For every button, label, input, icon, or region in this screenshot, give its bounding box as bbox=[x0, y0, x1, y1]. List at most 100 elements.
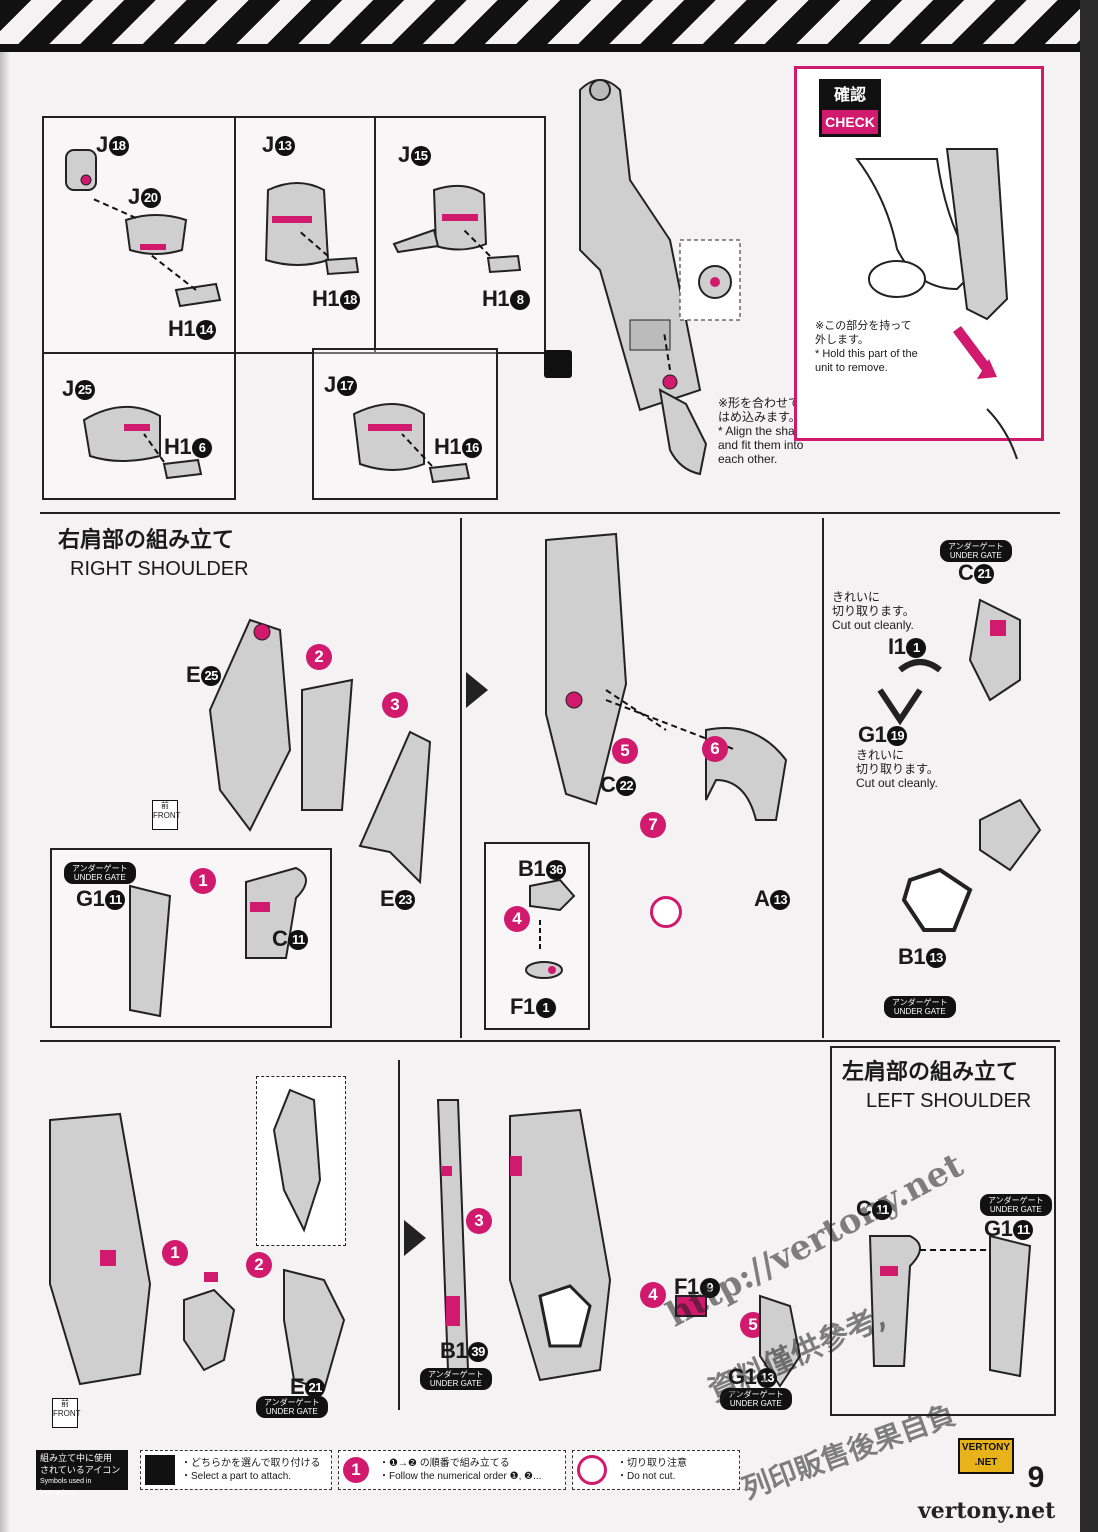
check-box: 確認 CHECK ※この部分を持って 外します。 * Hold this par… bbox=[794, 66, 1044, 460]
right-shoulder-part-e25 bbox=[208, 618, 292, 832]
right-shoulder-title-en: RIGHT SHOULDER bbox=[70, 558, 249, 580]
step-badge-6-rs: 6 bbox=[702, 736, 728, 762]
step-badge-2: 2 bbox=[306, 644, 332, 670]
page-number: 9 bbox=[1027, 1461, 1045, 1494]
left-shoulder-strip-b1-39 bbox=[436, 1099, 470, 1371]
left-shoulder-side-parts bbox=[868, 1234, 1032, 1378]
detail-box-part bbox=[272, 1088, 322, 1233]
right-shoulder-divider-1 bbox=[460, 518, 462, 1038]
step-badge-3-ls: 3 bbox=[466, 1208, 492, 1234]
left-shoulder-title-en: LEFT SHOULDER bbox=[866, 1090, 1032, 1112]
left-shoulder-small-parts bbox=[183, 1268, 346, 1392]
hazard-stripe-header bbox=[0, 0, 1098, 52]
step-badge-1-ls: 1 bbox=[162, 1240, 188, 1266]
legend-cell-select: ・どちらかを選んで取り付ける ・Select a part to attach. bbox=[140, 1450, 332, 1490]
right-shoulder-subpanel-2 bbox=[484, 842, 590, 1030]
forearm-assembly bbox=[579, 79, 741, 476]
section-divider-top bbox=[40, 512, 1060, 514]
left-shoulder-title-jp: 左肩部の組み立て bbox=[842, 1060, 1019, 1085]
left-shoulder-body-2 bbox=[509, 1108, 612, 1382]
right-shoulder-part-b1-36 bbox=[525, 878, 576, 979]
left-shoulder-small-parts-2 bbox=[675, 1294, 802, 1388]
align-note: ※形を合わせて はめ込みます。 * Align the shapes and f… bbox=[718, 396, 815, 466]
legend-cell-do-not-cut: ・切り取り注意 ・Do not cut. bbox=[572, 1450, 740, 1490]
step-badge-1-rs: 1 bbox=[190, 868, 216, 894]
page-left-shadow bbox=[0, 52, 10, 1532]
right-shoulder-part-c11 bbox=[301, 678, 354, 811]
hand-part-a bbox=[65, 149, 222, 308]
brand-logo: VERTONY .NET bbox=[958, 1438, 1014, 1474]
step-badge-7-rs: 7 bbox=[640, 812, 666, 838]
detail-parts bbox=[877, 598, 1042, 932]
cut-cleanly-note-2: きれいに 切り取ります。 Cut out cleanly. bbox=[856, 748, 939, 790]
check-illustration bbox=[855, 148, 1018, 460]
left-shoulder-side-panel bbox=[830, 1046, 1056, 1416]
legend-cell-order: 1 ・❶→❷ の順番で組み立てる ・Follow the numerical o… bbox=[338, 1450, 566, 1490]
legend-title: 組み立て中に使用 されているアイコン Symbols used in instr… bbox=[36, 1450, 128, 1497]
hand-part-e bbox=[352, 403, 471, 484]
check-tag: 確認 CHECK bbox=[819, 79, 881, 137]
step-badge-5-rs: 5 bbox=[612, 738, 638, 764]
right-shoulder-title-jp: 右肩部の組み立て bbox=[58, 528, 235, 553]
hand-part-d bbox=[82, 406, 203, 480]
section-divider-bottom bbox=[40, 1040, 1060, 1042]
step-badge-3: 3 bbox=[382, 692, 408, 718]
icon-legend-footer: 組み立て中に使用 されているアイコン Symbols used in instr… bbox=[36, 1450, 1056, 1502]
watermark-footer-url: vertony.net bbox=[918, 1498, 1056, 1524]
cut-cleanly-note-1: きれいに 切り取ります。 Cut out cleanly. bbox=[832, 590, 915, 632]
step-badge-4-rs: 4 bbox=[504, 906, 530, 932]
step-badge-4-ls: 4 bbox=[640, 1282, 666, 1308]
hand-part-b bbox=[264, 182, 360, 276]
do-not-cut-icon-legend bbox=[577, 1455, 607, 1485]
order-icon-legend: 1 bbox=[343, 1457, 369, 1483]
page-binding-edge bbox=[1080, 0, 1098, 1532]
right-shoulder-assembly bbox=[545, 532, 788, 821]
step-badge-2-ls: 2 bbox=[246, 1252, 272, 1278]
right-shoulder-divider-2 bbox=[822, 518, 824, 1038]
hand-part-c bbox=[392, 184, 522, 274]
next-arrow-ls bbox=[404, 1220, 426, 1256]
right-shoulder-part-e23 bbox=[358, 730, 432, 885]
left-shoulder-body-1 bbox=[49, 1112, 152, 1386]
select-part-icon-legend bbox=[145, 1455, 175, 1485]
select-part-icon bbox=[544, 350, 572, 378]
next-arrow-rs bbox=[466, 672, 488, 708]
